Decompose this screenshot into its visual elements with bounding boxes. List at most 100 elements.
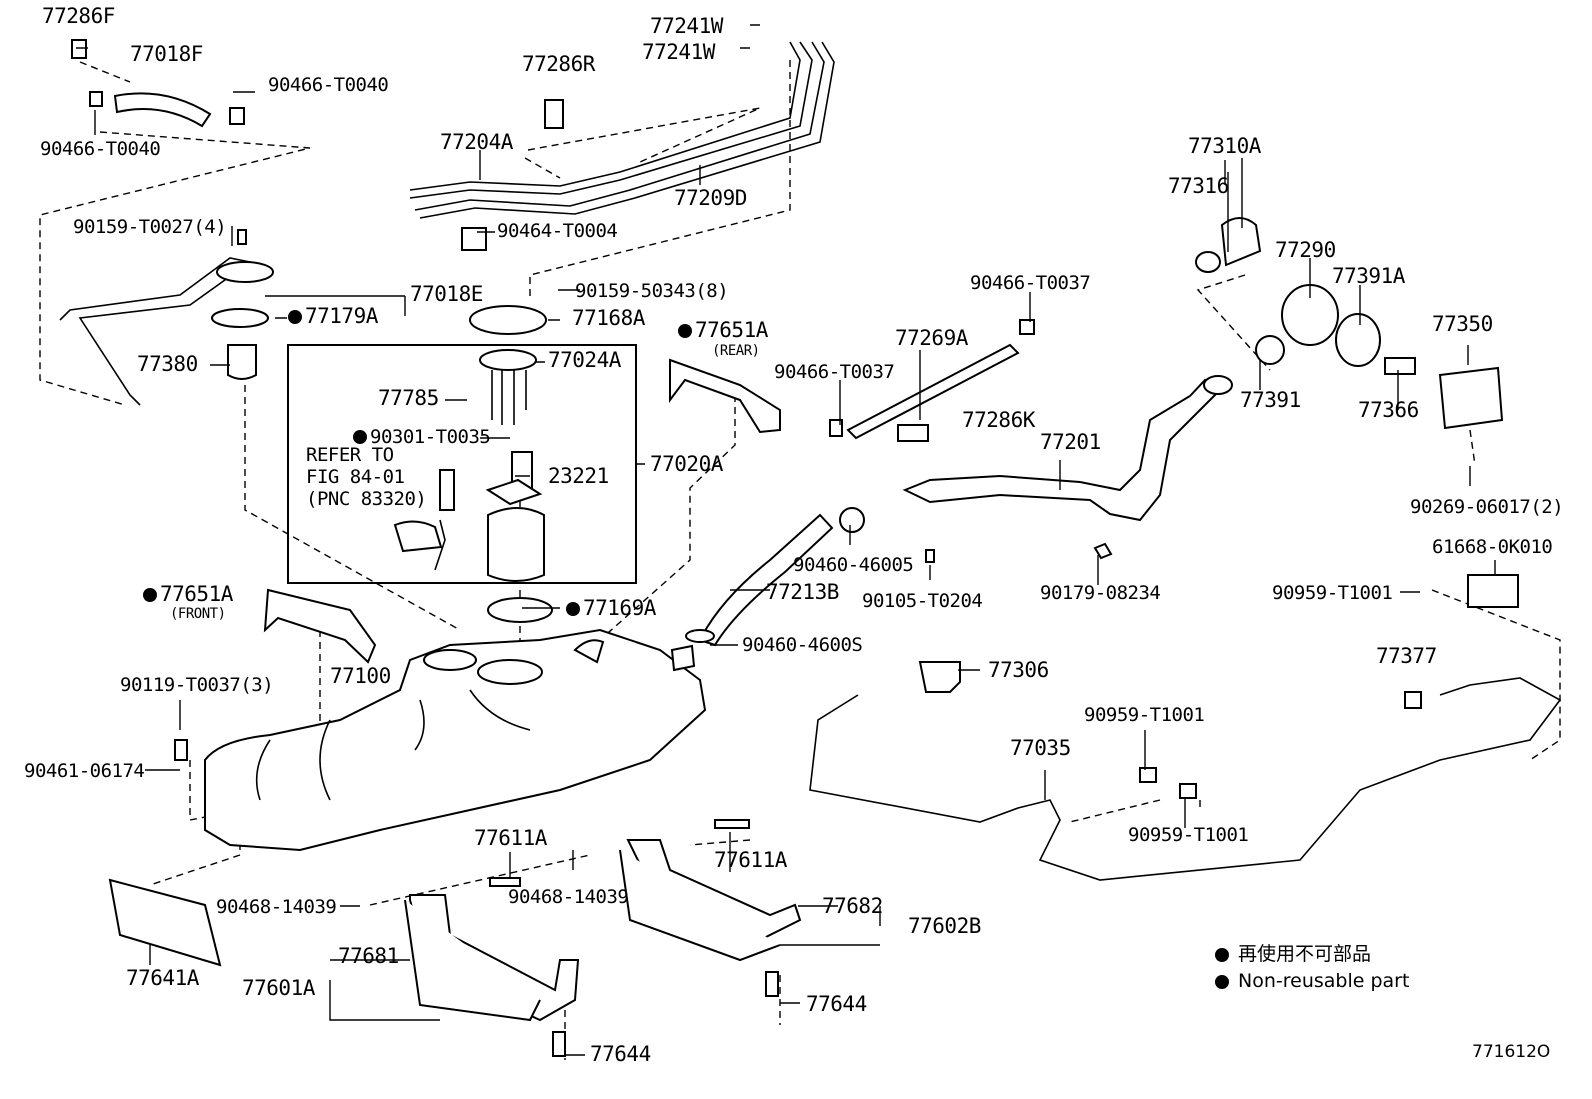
part-label[interactable]: 77380	[137, 352, 198, 376]
part-label[interactable]: 77018F	[130, 42, 203, 66]
part-label[interactable]: 77310A	[1188, 134, 1261, 158]
part-label[interactable]: 90119-T0037(3)	[120, 674, 274, 696]
part-label[interactable]: 90159-T0027(4)	[73, 216, 227, 238]
leader-lines	[76, 24, 1496, 1056]
vent-tube-icon	[59, 257, 252, 406]
part-label[interactable]: 77241W	[642, 40, 715, 64]
fuel-tank-icon	[204, 628, 707, 852]
part-label[interactable]: 90159-50343(8)	[575, 280, 729, 302]
part-label[interactable]: 77204A	[440, 130, 513, 154]
part-label[interactable]: 77168A	[572, 306, 645, 330]
part-label[interactable]: 77644	[590, 1042, 651, 1066]
part-label[interactable]: 90461-06174	[24, 760, 145, 782]
reference-note: (PNC 83320)	[306, 488, 427, 510]
part-label[interactable]: 77286R	[522, 52, 595, 76]
part-label[interactable]: 77377	[1376, 644, 1437, 668]
bolt-icon	[237, 229, 247, 245]
part-number: 77179A	[305, 304, 378, 328]
part-label[interactable]: 90460-46005	[793, 554, 914, 576]
part-label[interactable]: 23221	[548, 464, 609, 488]
part-label[interactable]: 77018E	[410, 282, 483, 306]
part-label[interactable]: 90959-T1001	[1272, 582, 1393, 604]
hose-clamp-icon	[839, 507, 865, 533]
part-label[interactable]: 77682	[822, 894, 883, 918]
pump-sleeve-icon	[487, 507, 545, 582]
part-label[interactable]: 77644	[806, 992, 867, 1016]
hose-clamp-icon	[71, 39, 245, 125]
sender-gauge-icon	[393, 469, 455, 553]
part-label[interactable]: 77241W	[650, 14, 723, 38]
fuel-door-icon	[1438, 366, 1504, 430]
fuel-cap-icon	[1220, 217, 1262, 267]
nonreusable-dot-icon	[143, 588, 157, 602]
tank-gasket-icon	[487, 597, 553, 623]
part-label[interactable]: 77391	[1240, 388, 1301, 412]
part-label[interactable]: 77601A	[242, 976, 315, 1000]
tank-protector-plate-icon	[108, 878, 222, 967]
part-label[interactable]: 90460-4600S	[742, 634, 863, 656]
reference-note: REFER TO	[306, 444, 394, 466]
part-label[interactable]: 61668-0K010	[1432, 536, 1553, 558]
part-label[interactable]: 77366	[1358, 398, 1419, 422]
part-label[interactable]: 77100	[330, 664, 391, 688]
part-label[interactable]: 77020A	[650, 452, 723, 476]
part-label[interactable]: 90466-T0037	[970, 272, 1091, 294]
filler-hose-icon	[698, 513, 834, 647]
gasket-icon	[211, 308, 269, 328]
part-label[interactable]: 90468-14039	[216, 896, 337, 918]
part-label[interactable]: 90466-T0040	[268, 74, 389, 96]
opener-cable-icon	[809, 677, 1562, 881]
rear-protector-icon	[669, 358, 781, 434]
part-label[interactable]: 90466-T0040	[40, 138, 161, 160]
part-label[interactable]: 90269-06017(2)	[1410, 496, 1564, 518]
legend-dot-icon	[1215, 948, 1229, 962]
part-label[interactable]: 90179-08234	[1040, 582, 1161, 604]
part-label[interactable]: 90105-T0204	[862, 590, 983, 612]
part-label[interactable]: 77785	[378, 386, 439, 410]
reference-note: FIG 84-01	[306, 466, 405, 488]
pump-gasket-ring-icon	[469, 305, 547, 335]
pump-cover-icon	[216, 261, 274, 283]
legend-jp: 再使用不可部品	[1238, 943, 1372, 965]
part-label[interactable]: 77681	[338, 944, 399, 968]
part-label[interactable]: 90464-T0004	[497, 220, 618, 242]
part-label[interactable]: 77286F	[42, 4, 115, 28]
part-label[interactable]: 90301-T0035	[353, 426, 491, 448]
nonreusable-dot-icon	[566, 602, 580, 616]
part-label[interactable]: 77213B	[766, 580, 839, 604]
part-number: 90301-T0035	[370, 426, 491, 448]
part-label[interactable]: 77286K	[962, 408, 1035, 432]
part-label[interactable]: 77611A	[714, 848, 787, 872]
part-label[interactable]: 77641A	[126, 966, 199, 990]
hose-clamp-icon	[685, 629, 715, 643]
part-label[interactable]: 90959-T1001	[1084, 704, 1205, 726]
part-label[interactable]: 77391A	[1332, 264, 1405, 288]
part-label[interactable]: 77350	[1432, 312, 1493, 336]
part-label[interactable]: 77306	[988, 658, 1049, 682]
part-label[interactable]: 77209D	[674, 186, 747, 210]
part-label[interactable]: 77611A	[474, 826, 547, 850]
part-label[interactable]: 77179A	[288, 306, 378, 327]
legend-dot-icon	[1215, 975, 1229, 989]
part-label[interactable]: 77269A	[895, 326, 968, 350]
part-label[interactable]: 77201	[1040, 430, 1101, 454]
part-label[interactable]: 77290	[1275, 238, 1336, 262]
part-label[interactable]: 90468-14039	[508, 886, 629, 908]
part-label[interactable]: 77035	[1010, 736, 1071, 760]
part-label[interactable]: 77651A	[678, 320, 768, 341]
label-plate-icon	[1467, 574, 1519, 608]
fuel-pump-assy-icon	[479, 349, 537, 371]
part-label[interactable]: 77169A	[566, 598, 656, 619]
lock-bracket-icon	[918, 661, 961, 693]
part-label[interactable]: 90959-T1001	[1128, 824, 1249, 846]
part-label[interactable]: 77024A	[548, 348, 621, 372]
part-label[interactable]: 77602B	[908, 914, 981, 938]
location-note: (FRONT)	[170, 606, 226, 622]
part-label[interactable]: 77316	[1168, 174, 1229, 198]
bolt-icon	[925, 542, 1113, 563]
part-label[interactable]: 77651A	[143, 584, 233, 605]
breather-hose-icon	[846, 343, 1020, 440]
part-label[interactable]: 90466-T0037	[774, 361, 895, 383]
